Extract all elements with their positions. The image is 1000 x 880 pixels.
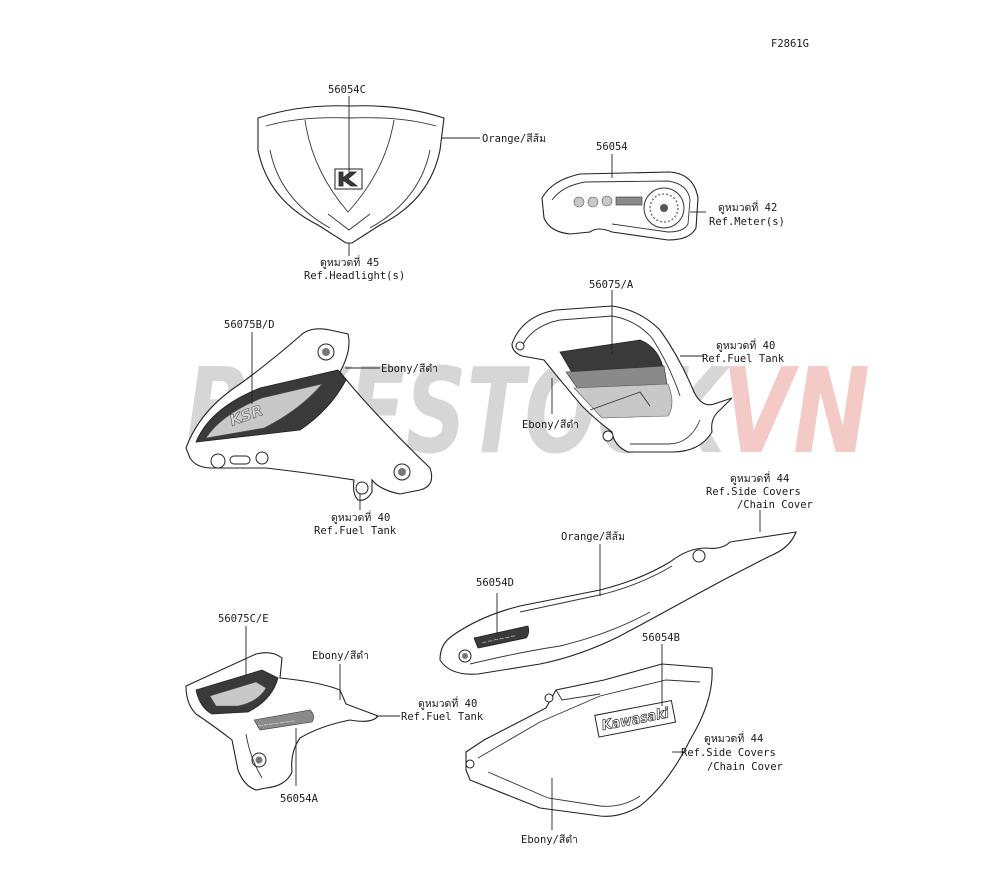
ref-headlight: Ref.Headlight(s) bbox=[304, 270, 405, 282]
watermark-text-accent: VN bbox=[722, 342, 870, 480]
part-side-cover[interactable]: Kawasaki bbox=[465, 663, 713, 817]
part-number-56075-A: 56075/A bbox=[589, 279, 634, 291]
ref-chain-cover-bottom: /Chain Cover bbox=[707, 761, 783, 773]
part-headlight-cover[interactable] bbox=[257, 105, 445, 244]
ref-fuel-tank-left: Ref.Fuel Tank bbox=[314, 525, 397, 537]
part-number-56054A: 56054A bbox=[280, 793, 319, 805]
ref-thai-fuel-tank-left: ดูหมวดที่ 40 bbox=[331, 510, 390, 524]
color-note-orange-tail: Orange/สีส้ม bbox=[561, 530, 625, 543]
color-note-orange-headlight: Orange/สีส้ม bbox=[482, 132, 546, 145]
part-shroud-lower[interactable]: ~~~~~~~ bbox=[185, 652, 379, 791]
ref-thai-fuel-tank-right: ดูหมวดที่ 40 bbox=[716, 338, 775, 352]
ref-thai-headlight: ดูหมวดที่ 45 bbox=[320, 255, 379, 269]
ref-fuel-tank-lower: Ref.Fuel Tank bbox=[401, 711, 484, 723]
ref-fuel-tank-right: Ref.Fuel Tank bbox=[702, 353, 785, 365]
part-tail-cover[interactable]: ~~~~~~ bbox=[439, 531, 797, 675]
part-number-56054D: 56054D bbox=[476, 577, 514, 589]
part-number-56054B: 56054B bbox=[642, 632, 680, 644]
color-note-ebony-side-cover: Ebony/สีดำ bbox=[521, 833, 578, 846]
ref-side-covers-top: Ref.Side Covers bbox=[706, 486, 801, 498]
ref-thai-fuel-tank-lower: ดูหมวดที่ 40 bbox=[418, 696, 477, 710]
part-number-56054: 56054 bbox=[596, 141, 628, 153]
part-meter[interactable] bbox=[541, 171, 699, 241]
figure-code: F2861G bbox=[771, 38, 809, 50]
ref-thai-side-covers-bottom: ดูหมวดที่ 44 bbox=[704, 731, 763, 745]
ref-thai-side-covers-top: ดูหมวดที่ 44 bbox=[730, 471, 789, 485]
part-tank-shroud-left[interactable]: KSR bbox=[185, 328, 433, 501]
color-note-ebony-shroud-left: Ebony/สีดำ bbox=[381, 362, 438, 375]
part-number-56075B-D: 56075B/D bbox=[224, 319, 275, 331]
ref-meter: Ref.Meter(s) bbox=[709, 216, 785, 228]
ref-side-covers-bottom: Ref.Side Covers bbox=[681, 747, 776, 759]
part-number-56054C: 56054C bbox=[328, 84, 366, 96]
part-number-56075C-E: 56075C/E bbox=[218, 613, 269, 625]
color-note-ebony-shroud-right: Ebony/สีดำ bbox=[522, 418, 579, 431]
part-tank-shroud-right[interactable] bbox=[511, 305, 733, 453]
color-note-ebony-shroud-lower: Ebony/สีดำ bbox=[312, 649, 369, 662]
ref-thai-meter: ดูหมวดที่ 42 bbox=[718, 200, 777, 214]
ref-chain-cover-top: /Chain Cover bbox=[737, 499, 813, 511]
